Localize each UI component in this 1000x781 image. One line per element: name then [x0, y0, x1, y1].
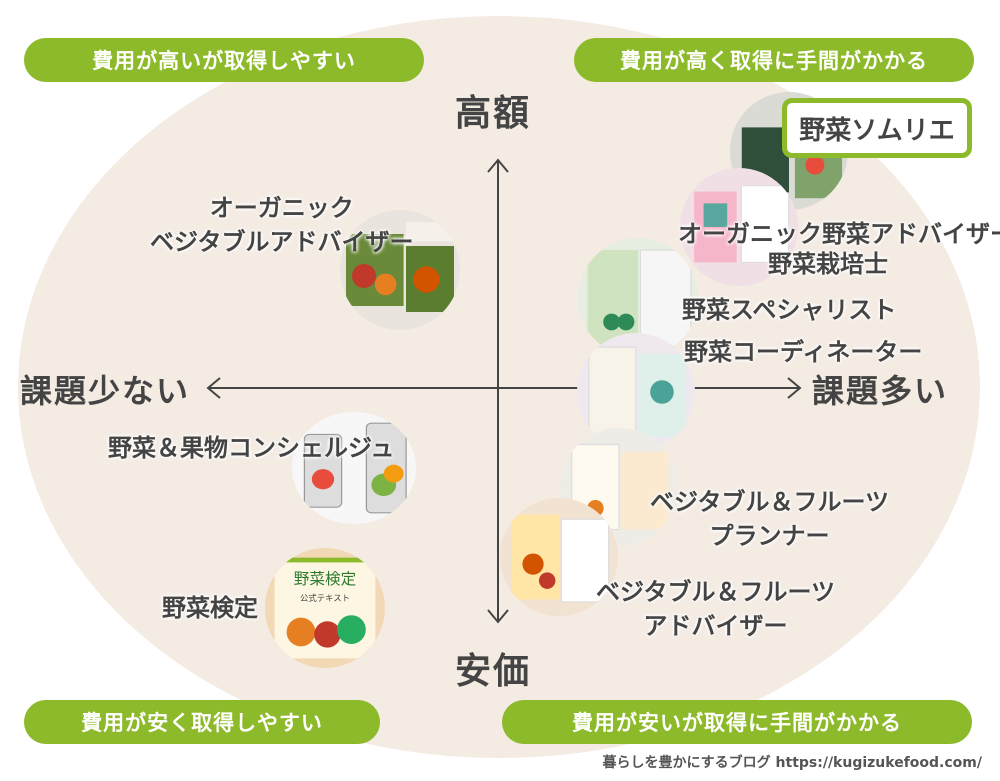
organic-adviser-label-line1: オーガニック	[209, 194, 354, 222]
corner-label-top-left: 費用が高いが取得しやすい	[24, 38, 424, 82]
book-subtitle: 公式テキスト	[300, 593, 350, 603]
organic-adviser-photo	[340, 210, 460, 330]
sommelier-label-box: 野菜ソムリエ	[782, 98, 972, 158]
concierge-label: 野菜＆果物コンシェルジュ	[108, 434, 395, 462]
axis-label-top: 高額	[455, 93, 532, 134]
planner-label-line2: プランナー	[709, 521, 830, 550]
axis-label-left: 課題少ない	[20, 372, 191, 410]
kentei-label: 野菜検定	[162, 594, 258, 622]
organic-vegetable-adviser-photo	[680, 168, 798, 286]
organic-vegetable-adviser-left-label: オーガニック ベジタブルアドバイザー	[150, 192, 414, 259]
planner-label: ベジタブル＆フルーツ プランナー	[650, 486, 889, 553]
adviser-label-line2: アドバイザー	[643, 611, 788, 640]
cultivator-label: 野菜栽培士	[768, 250, 888, 278]
kentei-book-photo: 野菜検定 公式テキスト	[265, 548, 385, 668]
axis-label-bottom: 安価	[455, 651, 532, 692]
organic-vegetable-adviser-right-label: オーガニック野菜アドバイザー	[678, 220, 1000, 248]
corner-label-top-right: 費用が高く取得に手間がかかる	[574, 38, 974, 82]
specialist-label: 野菜スペシャリスト	[682, 296, 897, 324]
book-title: 野菜検定	[294, 570, 356, 588]
adviser-photo	[500, 498, 618, 616]
planner-photo	[560, 428, 678, 546]
concierge-photo	[292, 412, 416, 524]
adviser-label: ベジタブル＆フルーツ アドバイザー	[596, 576, 835, 643]
arrow-up-icon	[487, 158, 509, 173]
coordinator-label: 野菜コーディネーター	[684, 338, 923, 366]
corner-label-bottom-right: 費用が安いが取得に手間がかかる	[502, 700, 972, 744]
footer-credit: 暮らしを豊かにするブログ https://kugizukefood.com/	[602, 755, 982, 771]
arrow-right-icon	[787, 377, 802, 399]
corner-label-bottom-left: 費用が安く取得しやすい	[24, 700, 380, 744]
specialist-photo	[578, 238, 698, 358]
adviser-label-line1: ベジタブル＆フルーツ	[596, 578, 836, 606]
planner-label-line1: ベジタブル＆フルーツ	[650, 488, 890, 516]
arrow-left-icon	[206, 377, 221, 399]
organic-adviser-label-line2: ベジタブルアドバイザー	[150, 227, 414, 256]
axis-label-right: 課題多い	[812, 372, 949, 410]
arrow-down-icon	[487, 609, 509, 624]
